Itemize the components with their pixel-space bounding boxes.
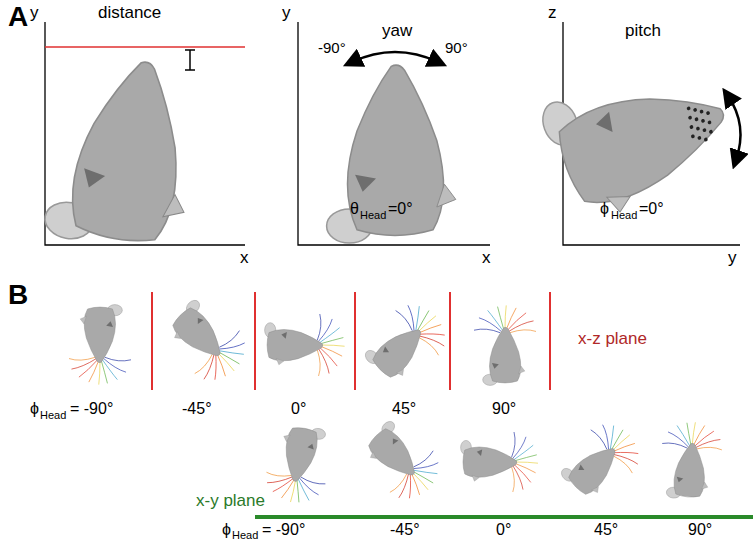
- angle-value: = -90°: [262, 521, 305, 539]
- axis-label: y: [282, 4, 291, 23]
- panel-letter: B: [8, 280, 28, 311]
- angle-subscript: Head: [611, 209, 637, 221]
- panel-title: distance: [98, 4, 161, 23]
- angle-value: 0°: [496, 521, 511, 539]
- angle-value: 45°: [594, 521, 618, 539]
- angle-symbol: ϕ: [600, 200, 609, 218]
- angle-symbol: θ: [350, 200, 359, 218]
- angle-symbol: ϕ: [30, 400, 39, 418]
- angle-value: =0°: [388, 200, 413, 218]
- angle-value: -45°: [390, 521, 420, 539]
- axis-label: x: [482, 249, 491, 268]
- angle-label: -90°: [318, 40, 346, 57]
- axis-label: y: [30, 4, 39, 23]
- angle-subscript: Head: [360, 209, 386, 221]
- axis-label: z: [548, 4, 557, 23]
- panel-title: pitch: [625, 22, 661, 41]
- plane-label: x-z plane: [578, 330, 647, 349]
- angle-symbol: ϕ: [222, 521, 231, 539]
- angle-subscript: Head: [40, 409, 66, 421]
- angle-value: 45°: [392, 400, 416, 418]
- angle-subscript: Head: [232, 529, 258, 541]
- plane-label: x-y plane: [196, 492, 265, 511]
- angle-value: 90°: [688, 521, 712, 539]
- angle-value: 0°: [291, 400, 306, 418]
- panel-title: yaw: [382, 22, 412, 41]
- angle-value: = -90°: [70, 400, 113, 418]
- axis-label: x: [240, 249, 249, 268]
- axis-label: y: [728, 249, 737, 268]
- angle-value: -45°: [182, 400, 212, 418]
- panel-letter: A: [8, 2, 28, 33]
- angle-label: 90°: [445, 40, 468, 57]
- angle-value: 90°: [492, 400, 516, 418]
- angle-value: =0°: [639, 200, 664, 218]
